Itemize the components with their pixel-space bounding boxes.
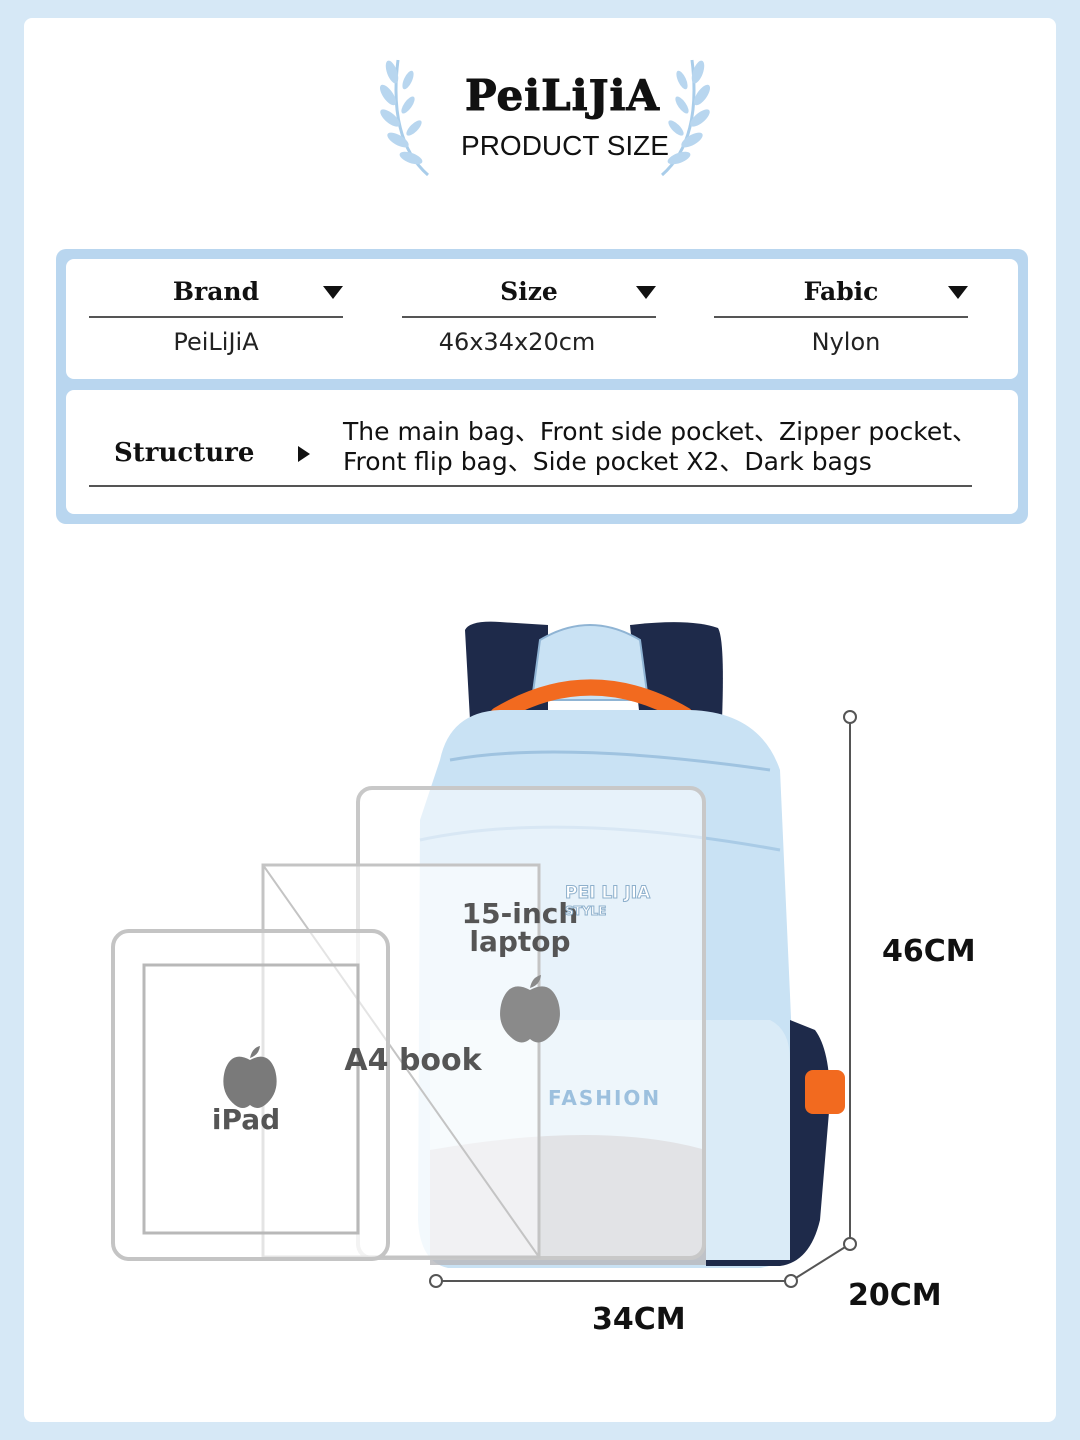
backpack-print-fashion: FASHION bbox=[548, 1086, 662, 1110]
structure-line-2: Front flip bag、Side pocket X2、Dark bags bbox=[343, 447, 872, 476]
spec-brand-value: PeiLiJiA bbox=[173, 328, 259, 356]
page-subtitle: PRODUCT SIZE bbox=[461, 130, 669, 161]
spec-brand: Brand PeiLiJiA bbox=[89, 276, 343, 356]
backpack-print-line-2: STYLE bbox=[564, 904, 607, 919]
structure-text: The main bag、Front side pocket、Zipper po… bbox=[343, 417, 1013, 477]
laptop-label-line-2: laptop bbox=[469, 925, 571, 958]
structure-line-1: The main bag、Front side pocket、Zipper po… bbox=[343, 417, 978, 446]
backpack-print-line-1: PEI LI JIA bbox=[564, 883, 651, 903]
apple-logo-icon bbox=[223, 1046, 277, 1108]
dimension-lines bbox=[429, 710, 857, 1288]
backpack-print-brand: PEI LI JIA STYLE bbox=[564, 883, 651, 920]
spec-size: Size 46x34x20cm bbox=[402, 276, 656, 356]
brand-logo: PeiLiJiA bbox=[464, 71, 661, 120]
laptop-label: 15-inch laptop bbox=[440, 900, 600, 956]
height-label: 46CM bbox=[882, 934, 976, 969]
width-label: 34CM bbox=[592, 1302, 686, 1337]
side-buckle bbox=[805, 1070, 845, 1114]
spec-fabric-label: Fabic bbox=[803, 277, 879, 306]
spec-brand-label: Brand bbox=[172, 277, 260, 306]
depth-label: 20CM bbox=[848, 1278, 942, 1313]
header: PeiLiJiA PRODUCT SIZE bbox=[0, 0, 1080, 200]
spec-brand-header: Brand bbox=[89, 276, 343, 318]
laptop-label-line-1: 15-inch bbox=[461, 897, 579, 930]
spec-size-value: 46x34x20cm bbox=[438, 328, 596, 356]
spec-fabric: Fabic Nylon bbox=[714, 276, 968, 356]
apple-logo-icon bbox=[500, 975, 560, 1043]
triangle-down-icon bbox=[636, 286, 656, 299]
ipad-label: iPad bbox=[211, 1103, 281, 1136]
spec-panel-bottom bbox=[66, 390, 1018, 514]
structure-label: Structure bbox=[114, 438, 255, 468]
laurel-left-icon bbox=[379, 59, 429, 177]
structure-divider bbox=[89, 485, 972, 487]
a4-book-label: A4 book bbox=[344, 1043, 482, 1078]
triangle-down-icon bbox=[948, 286, 968, 299]
spec-panel-top bbox=[66, 259, 1018, 379]
spec-size-label: Size bbox=[500, 277, 558, 306]
spec-fabric-value: Nylon bbox=[811, 328, 881, 356]
spec-size-header: Size bbox=[402, 276, 656, 318]
product-scene bbox=[111, 621, 857, 1288]
triangle-down-icon bbox=[323, 286, 343, 299]
ipad-screen bbox=[142, 963, 360, 1235]
laurel-right-icon bbox=[661, 59, 711, 177]
triangle-right-icon bbox=[298, 446, 310, 462]
spec-fabric-header: Fabic bbox=[714, 276, 968, 318]
